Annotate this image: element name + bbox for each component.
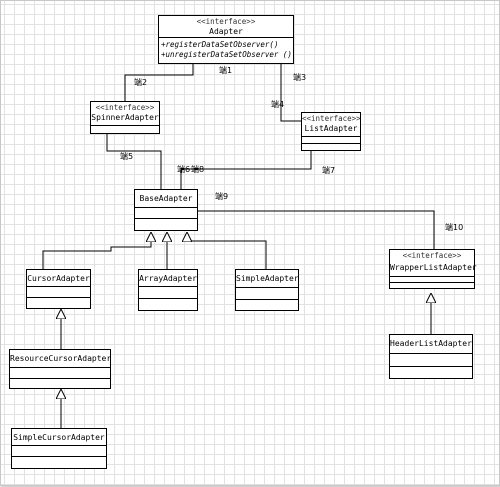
edge-simple-base [187,232,267,269]
class-list-adapter-header: <<interface>> ListAdapter [302,113,361,137]
class-methods [390,367,472,378]
class-base-adapter[interactable]: BaseAdapter [134,189,198,231]
class-spinner-adapter-header: <<interface>> SpinnerAdapter [91,102,159,126]
stereotype-label: <<interface>> [402,251,462,260]
class-attributes [10,368,110,379]
edge-adapter-spinner [124,64,194,101]
edge-list-base [180,151,312,189]
edge-label-3: 端3 [293,73,307,82]
class-body [302,144,360,150]
class-wrapper-list-adapter[interactable]: <<interface>> WrapperListAdapter [389,249,477,289]
class-name: CursorAdapter [27,274,90,283]
class-name: SpinnerAdapter [91,113,159,122]
class-attributes [12,446,106,457]
class-methods [139,299,197,310]
class-header-list-adapter-header: HeaderListAdapter [390,335,472,354]
edge-label-7: 端7 [322,166,336,175]
class-body [390,283,474,288]
edge-cursor-base [42,232,151,269]
class-simple-cursor-adapter-header: SimpleCursorAdapter [12,429,106,446]
edge-label-1: 端1 [219,66,233,75]
class-methods [135,219,197,230]
class-base-adapter-header: BaseAdapter [135,190,197,208]
method-unregister: +unregisterDataSetObserver () [161,50,292,59]
class-attributes [236,288,298,300]
edge-adapter-list [280,64,301,122]
class-name: Adapter [209,27,243,36]
class-resource-cursor-adapter[interactable]: ResourceCursorAdapter [9,349,111,389]
edge-label-10: 端10 [445,223,464,232]
edge-label-9: 端9 [215,192,229,201]
edge-label-6: 端6 [177,165,191,174]
edge-label-4: 端4 [271,100,285,109]
class-array-adapter-header: ArrayAdapter [139,270,197,287]
class-list-adapter[interactable]: <<interface>> ListAdapter [301,112,361,151]
edge-label-5: 端5 [120,152,134,161]
class-name: ResourceCursorAdapter [10,354,112,363]
class-adapter-header: <<interface>> Adapter [159,16,293,38]
edge-spinner-base [106,134,162,189]
class-spinner-adapter[interactable]: <<interface>> SpinnerAdapter [90,101,160,134]
class-name: ArrayAdapter [139,274,197,283]
edge-base-wrapper [198,210,435,249]
stereotype-label: <<interface>> [196,17,256,26]
class-cursor-adapter-header: CursorAdapter [27,270,90,287]
class-header-list-adapter[interactable]: HeaderListAdapter [389,334,473,379]
class-name: SimpleAdapter [236,274,299,283]
method-register: +registerDataSetObserver() [161,40,279,49]
class-methods [236,300,298,310]
class-attributes [139,287,197,299]
class-array-adapter[interactable]: ArrayAdapter [138,269,198,311]
stereotype-label: <<interface>> [95,103,155,112]
class-simple-adapter[interactable]: SimpleAdapter [235,269,299,311]
class-adapter[interactable]: <<interface>> Adapter +registerDataSetOb… [158,15,294,64]
class-methods [27,298,90,308]
class-body [91,126,159,133]
class-attributes [27,287,90,298]
class-attributes [135,208,197,219]
class-body [302,137,360,144]
class-body [390,277,474,283]
class-resource-cursor-adapter-header: ResourceCursorAdapter [10,350,112,368]
class-wrapper-list-adapter-header: <<interface>> WrapperListAdapter [390,250,477,277]
class-name: BaseAdapter [139,194,193,203]
class-methods [12,457,106,468]
class-attributes [390,354,472,367]
class-simple-cursor-adapter[interactable]: SimpleCursorAdapter [11,428,107,469]
edge-label-8: 端8 [191,165,205,174]
class-adapter-methods: +registerDataSetObserver() +unregisterDa… [159,38,293,63]
class-name: WrapperListAdapter [390,263,477,272]
edge-label-2: 端2 [134,78,148,87]
class-name: SimpleCursorAdapter [13,433,105,442]
class-methods [10,379,110,388]
class-name: ListAdapter [304,124,358,133]
class-simple-adapter-header: SimpleAdapter [236,270,299,288]
class-name: HeaderListAdapter [390,339,472,348]
class-cursor-adapter[interactable]: CursorAdapter [26,269,91,309]
stereotype-label: <<interface>> [302,114,361,123]
